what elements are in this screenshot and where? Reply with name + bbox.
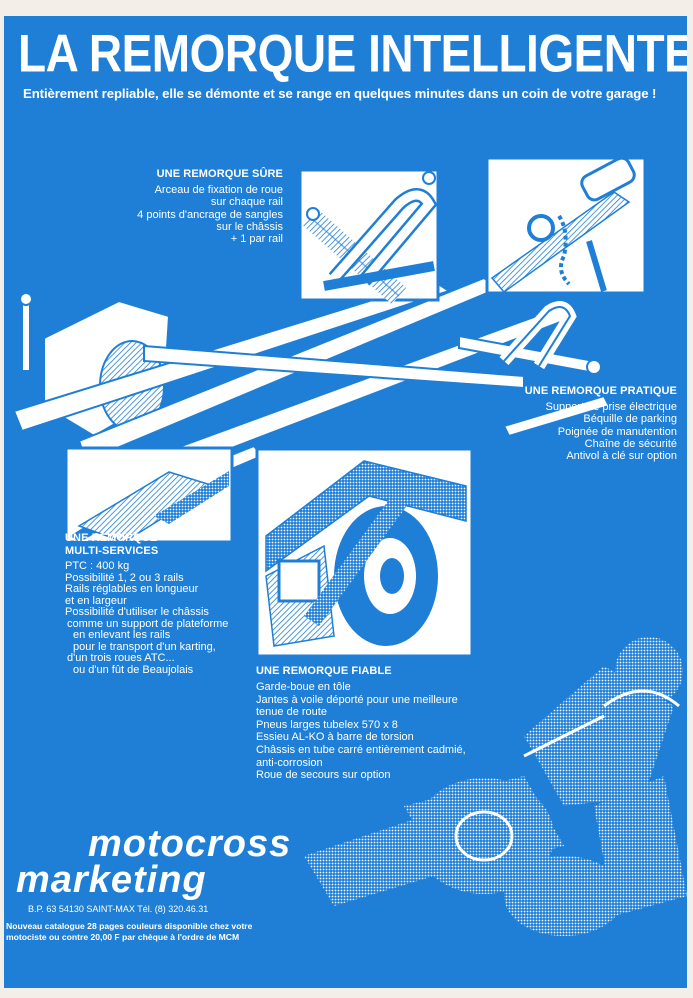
list-item: comme un support de plateforme <box>67 617 229 630</box>
trailer-illustration <box>12 156 687 936</box>
catalogue-notice: Nouveau catalogue 28 pages couleurs disp… <box>6 921 252 942</box>
section-multi-service-trailer: UNE REMORQUE MULTI-SERVICES PTC : 400 kg… <box>65 532 325 676</box>
section-reliable-heading: UNE REMORQUE FIABLE <box>256 665 392 677</box>
cross-beam <box>143 344 525 390</box>
list-item: Poignée de manutention <box>557 425 677 438</box>
section-multi-heading-line2: MULTI-SERVICES <box>65 545 159 557</box>
list-item: Chaîne de sécurité <box>584 437 677 450</box>
list-item: Roue de secours sur option <box>256 769 391 782</box>
list-item: PTC : 400 kg <box>65 560 130 572</box>
trailer-chassis <box>12 276 611 500</box>
list-item: Possibilité 1, 2 ou 3 rails <box>65 571 184 584</box>
section-reliable-trailer: UNE REMORQUE FIABLE Garde-boue en tôle J… <box>256 665 536 782</box>
brand-logo: motocross marketing <box>16 823 292 901</box>
list-item: sur chaque rail <box>210 196 283 209</box>
list-item: et en largeur <box>65 594 127 607</box>
section-safe-list: Arceau de fixation de roue sur chaque ra… <box>83 184 283 245</box>
inset-drawbar-chain <box>485 156 647 295</box>
section-practical-list: Support de prise électrique Béquille de … <box>457 401 677 462</box>
page-subtitle: Entièrement repliable, elle se démonte e… <box>23 86 657 101</box>
catalogue-notice-line2: motociste ou contre 20,00 F par chèque à… <box>6 931 240 942</box>
list-item: Pneus larges tubelex 570 x 8 <box>256 718 398 731</box>
list-item: Antivol à clé sur option <box>566 450 677 463</box>
list-item: 4 points d'ancrage de sangles <box>137 208 283 221</box>
list-item: pour le transport d'un karting, <box>73 640 216 653</box>
list-item: Support de prise électrique <box>545 401 677 413</box>
brand-logo-line1: motocross <box>88 823 292 865</box>
list-item: sur le châssis <box>216 220 283 233</box>
inset-rail-profile <box>64 446 234 544</box>
section-multi-list: PTC : 400 kg Possibilité 1, 2 ou 3 rails… <box>65 560 325 676</box>
list-item: Essieu AL-KO à barre de torsion <box>256 731 414 744</box>
brand-logo-line2: marketing <box>16 859 207 901</box>
section-safe-trailer: UNE REMORQUE SÛRE Arceau de fixation de … <box>83 168 283 245</box>
list-item: Rails réglables en longueur <box>65 583 199 595</box>
list-item: en enlevant les rails <box>73 629 171 641</box>
list-item: Garde-boue en tôle <box>256 681 351 693</box>
page-title: LA REMORQUE INTELLIGENTE <box>18 23 687 83</box>
list-item: Béquille de parking <box>583 413 677 426</box>
catalogue-notice-line1: Nouveau catalogue 28 pages couleurs disp… <box>6 921 253 931</box>
list-item: + 1 par rail <box>230 233 283 246</box>
motocross-wheel-highlights <box>454 689 680 862</box>
advertisement-page: LA REMORQUE INTELLIGENTE Entièrement rep… <box>4 16 687 988</box>
section-multi-heading-line1: UNE REMORQUE <box>65 532 158 544</box>
list-item: anti-corrosion <box>256 756 323 769</box>
section-practical-heading: UNE REMORQUE PRATIQUE <box>524 385 677 397</box>
section-reliable-list: Garde-boue en tôle Jantes à voile déport… <box>256 681 536 782</box>
company-address: B.P. 63 54130 SAINT-MAX Tél. (8) 320.46.… <box>28 904 209 914</box>
list-item: Châssis en tube carré entièrement cadmié… <box>256 743 466 756</box>
motocross-rider-image <box>304 637 687 936</box>
inset-mudguard-wheel <box>255 447 474 658</box>
list-item: tenue de route <box>256 706 327 719</box>
list-item: Arceau de fixation de roue <box>154 184 283 196</box>
section-practical-trailer: UNE REMORQUE PRATIQUE Support de prise é… <box>457 385 677 462</box>
list-item: ou d'un fût de Beaujolais <box>73 663 194 676</box>
section-safe-heading: UNE REMORQUE SÛRE <box>156 168 283 180</box>
list-item: d'un trois roues ATC... <box>67 652 175 664</box>
inset-wheel-hoop <box>298 168 440 305</box>
list-item: Jantes à voile déporté pour une meilleur… <box>256 693 458 706</box>
list-item: Possibilité d'utiliser le châssis <box>65 606 209 618</box>
section-multi-heading: UNE REMORQUE MULTI-SERVICES <box>65 532 325 558</box>
